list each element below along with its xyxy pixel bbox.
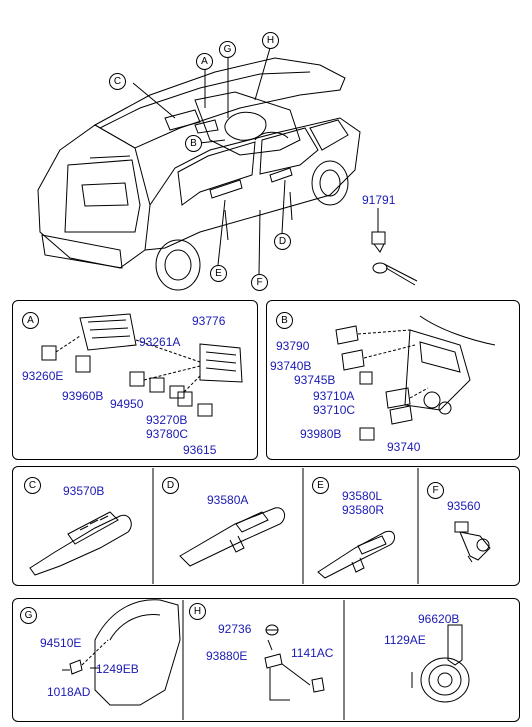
callout-f: F [251,274,268,291]
part-94950: 94950 [110,397,144,411]
panel-cdef-frame [12,466,520,586]
part-91791: 91791 [362,193,396,207]
part-93790: 93790 [276,339,310,353]
part-93260e: 93260E [22,369,64,383]
part-93710c: 93710C [313,403,356,417]
part-1129ae: 1129AE [384,633,426,647]
callout-a: A [196,53,213,70]
part-96620b: 96620B [418,612,460,626]
suv-body-drawing [37,47,361,291]
panel-c-drawing [29,511,132,576]
part-92736: 92736 [218,622,252,636]
callout-g: G [219,41,236,58]
part-93580l: 93580L [342,489,383,503]
panel-d-drawing [179,507,286,567]
panel-b-frame [266,300,520,460]
part-93261a: 93261A [139,335,181,349]
panel-d-letter: D [162,477,179,494]
part-93745b: 93745B [294,373,336,387]
bolt-91791-drawing [371,208,418,286]
part-1018ad: 1018AD [47,685,91,699]
callout-c: C [109,73,126,90]
panel-a-drawing [41,313,243,417]
part-93776: 93776 [192,314,226,328]
callout-b: B [185,135,202,152]
panel-g-h-horn-frame [12,598,520,722]
part-94510e: 94510E [40,636,82,650]
panel-c-letter: C [24,477,41,494]
part-93710a: 93710A [313,389,355,403]
callout-h: H [262,32,279,49]
part-93740b: 93740B [270,359,312,373]
part-93580r: 93580R [342,503,385,517]
part-93880e: 93880E [206,649,248,663]
part-1141ac: 1141AC [291,646,334,660]
panel-g-drawing [62,599,181,706]
panel-h-drawing [264,624,325,701]
panel-e-letter: E [312,477,329,494]
part-93570b: 93570B [63,484,105,498]
panel-a-letter: A [22,312,39,329]
part-1249eb: 1249EB [96,662,139,676]
panel-b-drawing [335,315,496,441]
part-93740: 93740 [387,440,421,454]
part-93580a: 93580A [207,493,249,507]
callout-d: D [274,233,291,250]
panel-f-drawing [454,521,491,563]
panel-e-drawing [317,530,396,579]
callout-e: E [210,265,227,282]
part-93560: 93560 [447,499,481,513]
part-93615: 93615 [183,443,217,457]
panel-b-letter: B [276,312,293,329]
panel-h-letter: H [189,603,206,620]
panel-f-letter: F [427,482,444,499]
part-93960b: 93960B [62,389,104,403]
panel-horn-drawing [411,624,470,703]
part-93980b: 93980B [300,427,342,441]
panel-a-frame [12,300,258,460]
panel-g-letter: G [20,607,37,624]
part-93270b: 93270B [146,413,188,427]
part-93780c: 93780C [146,427,189,441]
